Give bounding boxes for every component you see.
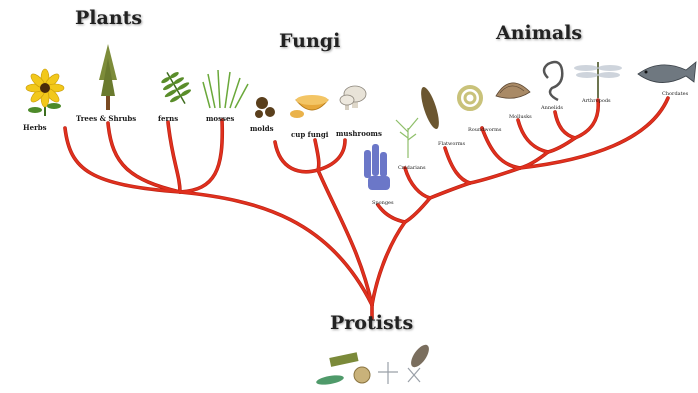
- branch-flatworms: [445, 148, 470, 183]
- label-flatworms: Flatworms: [438, 141, 465, 147]
- label-annelids: Annelids: [541, 105, 563, 111]
- flatworm-picture: [417, 85, 442, 131]
- branch-animals-root: [372, 222, 405, 305]
- label-cup-fungi: cup fungi: [291, 130, 328, 139]
- mollusk-picture: [496, 83, 530, 98]
- branch-ferns: [168, 122, 180, 192]
- branch-flatworms-shadow: [445, 148, 470, 183]
- branch-roundworms-shadow: [482, 128, 520, 168]
- fern-picture: [155, 65, 197, 110]
- label-roundworms: Roundworms: [468, 127, 501, 133]
- trees-picture: [99, 44, 117, 110]
- branch-mosses-shadow: [180, 120, 222, 192]
- branch-sponges-shadow: [378, 205, 405, 222]
- branch-flat-join: [430, 183, 470, 198]
- label-arthropods: Arthropods: [582, 98, 611, 104]
- branch-plants-root: [180, 192, 372, 305]
- branch-fungi-root: [318, 170, 372, 305]
- branch-mosses: [180, 120, 222, 192]
- annelid-picture: [544, 62, 562, 100]
- label-cnidarians: Cnidarians: [398, 165, 426, 171]
- label-mushrooms: mushrooms: [336, 129, 382, 138]
- branch-molds-shadow: [275, 142, 318, 172]
- label-sponges: Sponges: [372, 200, 394, 206]
- label-mosses: mosses: [206, 114, 234, 123]
- branch-animals-root-shadow: [372, 222, 405, 305]
- moss-picture: [203, 70, 248, 108]
- group-title-fungi: Fungi: [279, 30, 340, 52]
- label-ferns: ferns: [158, 114, 178, 123]
- branch-cupfungi: [315, 140, 319, 170]
- branch-mushrooms: [318, 140, 345, 170]
- branch-cnidarians-shadow: [405, 168, 430, 198]
- branch-bilateria: [470, 168, 520, 183]
- label-molds: molds: [250, 124, 274, 133]
- cnidarian-picture: [396, 118, 418, 158]
- roundworm-picture: [459, 87, 481, 109]
- group-title-animals: Animals: [496, 22, 582, 44]
- group-title-protists: Protists: [330, 312, 413, 334]
- label-chordates: Chordates: [662, 91, 688, 97]
- branch-plants-root-shadow: [180, 192, 372, 305]
- branch-cnidarians: [405, 168, 430, 198]
- chordate-picture: [638, 62, 696, 83]
- mold-picture: [255, 97, 275, 118]
- cup-fungi-picture: [290, 95, 328, 118]
- herbs-picture: [26, 69, 64, 116]
- branch-mollusks-shadow: [518, 120, 548, 152]
- label-trees: Trees & Shrubs: [76, 114, 136, 123]
- branch-herbs-shadow: [65, 128, 180, 192]
- branch-herbs: [65, 128, 180, 192]
- arthropod-picture: [574, 62, 622, 98]
- group-title-plants: Plants: [75, 7, 142, 29]
- mushroom-picture: [340, 86, 366, 110]
- branch-arthropods: [575, 100, 598, 138]
- protists-picture: [316, 342, 433, 386]
- label-mollusks: Mollusks: [509, 114, 532, 120]
- branch-roundworms: [482, 128, 520, 168]
- label-herbs: Herbs: [23, 123, 47, 132]
- sponge-picture: [364, 144, 390, 190]
